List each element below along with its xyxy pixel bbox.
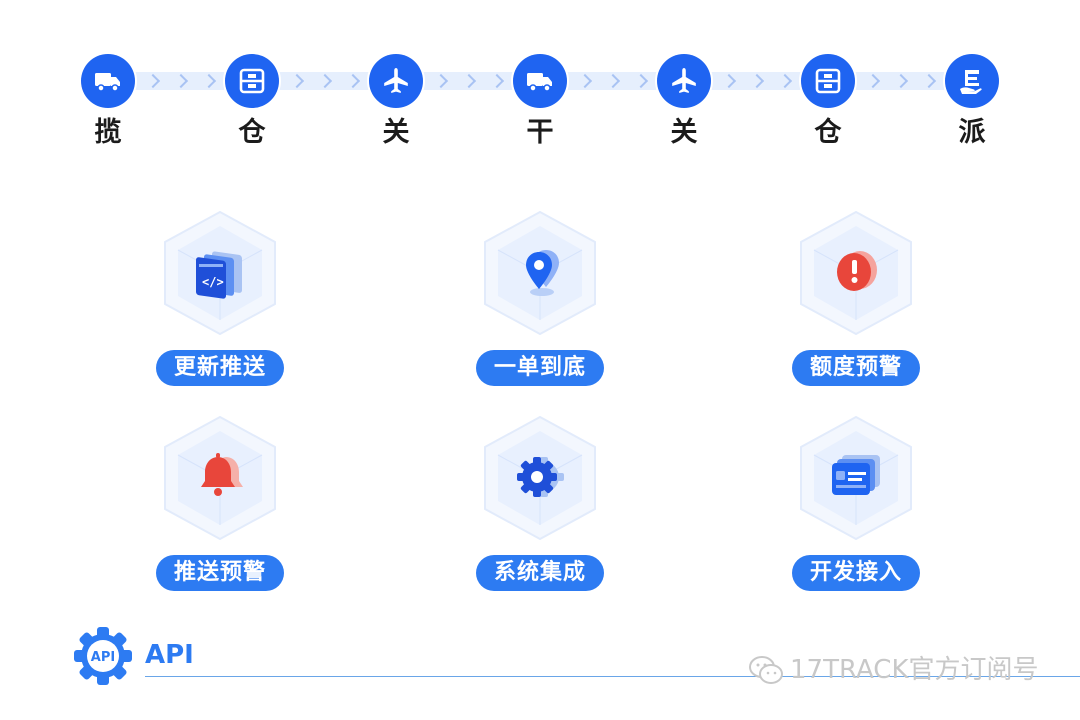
flow-step-label: 仓 bbox=[814, 117, 842, 148]
feature-hex bbox=[160, 415, 280, 541]
flow-step-customs-2: 关 bbox=[656, 54, 712, 148]
feature-label: 推送预警 bbox=[155, 555, 284, 591]
truck-icon bbox=[513, 54, 567, 108]
feature-quota-alert: 额度预警 bbox=[776, 210, 936, 386]
process-flow: 揽 仓 关 干 关 仓 派 bbox=[0, 0, 1080, 170]
api-gear-icon: API bbox=[74, 627, 132, 685]
api-badge-text: API bbox=[91, 650, 115, 665]
location-pin-icon bbox=[526, 250, 559, 296]
feature-hex: </> bbox=[160, 210, 280, 336]
flow-step-label: 关 bbox=[670, 117, 698, 148]
feature-developer-access: 开发接入 bbox=[776, 415, 936, 591]
flow-step-warehouse: 仓 bbox=[224, 54, 280, 148]
flow-step-customs: 关 bbox=[368, 54, 424, 148]
alert-circle-icon bbox=[837, 251, 877, 291]
api-label: API bbox=[145, 640, 194, 670]
watermark-text: 17TRACK官方订阅号 bbox=[790, 655, 1039, 685]
wechat-icon bbox=[749, 656, 783, 684]
feature-hex bbox=[480, 415, 600, 541]
watermark: 17TRACK官方订阅号 bbox=[748, 655, 1039, 685]
warehouse-icon bbox=[225, 54, 279, 108]
flow-step-label: 仓 bbox=[238, 117, 266, 148]
id-card-icon bbox=[832, 455, 880, 495]
truck-icon bbox=[81, 54, 135, 108]
feature-hex bbox=[480, 210, 600, 336]
flow-step-label: 派 bbox=[958, 117, 986, 148]
airplane-icon bbox=[369, 54, 423, 108]
svg-text:</>: </> bbox=[202, 275, 224, 289]
delivery-icon bbox=[945, 54, 999, 108]
flow-step-label: 揽 bbox=[94, 117, 122, 148]
feature-update-push: </> 更新推送 bbox=[140, 210, 300, 386]
flow-step-label: 关 bbox=[382, 117, 410, 148]
airplane-icon bbox=[657, 54, 711, 108]
feature-label: 系统集成 bbox=[475, 555, 604, 591]
feature-hex bbox=[796, 210, 916, 336]
feature-system-integration: 系统集成 bbox=[460, 415, 620, 591]
flow-step-warehouse-2: 仓 bbox=[800, 54, 856, 148]
flow-step-pickup: 揽 bbox=[80, 54, 136, 148]
feature-hex bbox=[796, 415, 916, 541]
feature-push-alert: 推送预警 bbox=[140, 415, 300, 591]
feature-label: 一单到底 bbox=[475, 350, 604, 386]
code-window-icon: </> bbox=[196, 251, 242, 299]
flow-step-delivery: 派 bbox=[944, 54, 1000, 148]
flow-step-label: 干 bbox=[526, 117, 554, 148]
feature-label: 开发接入 bbox=[791, 555, 920, 591]
bell-icon bbox=[201, 453, 243, 496]
gear-icon bbox=[517, 457, 564, 497]
warehouse-icon bbox=[801, 54, 855, 108]
feature-label: 更新推送 bbox=[155, 350, 284, 386]
feature-label: 额度预警 bbox=[791, 350, 920, 386]
flow-step-trunk: 干 bbox=[512, 54, 568, 148]
footer-divider bbox=[145, 676, 1080, 677]
feature-end-to-end: 一单到底 bbox=[460, 210, 620, 386]
